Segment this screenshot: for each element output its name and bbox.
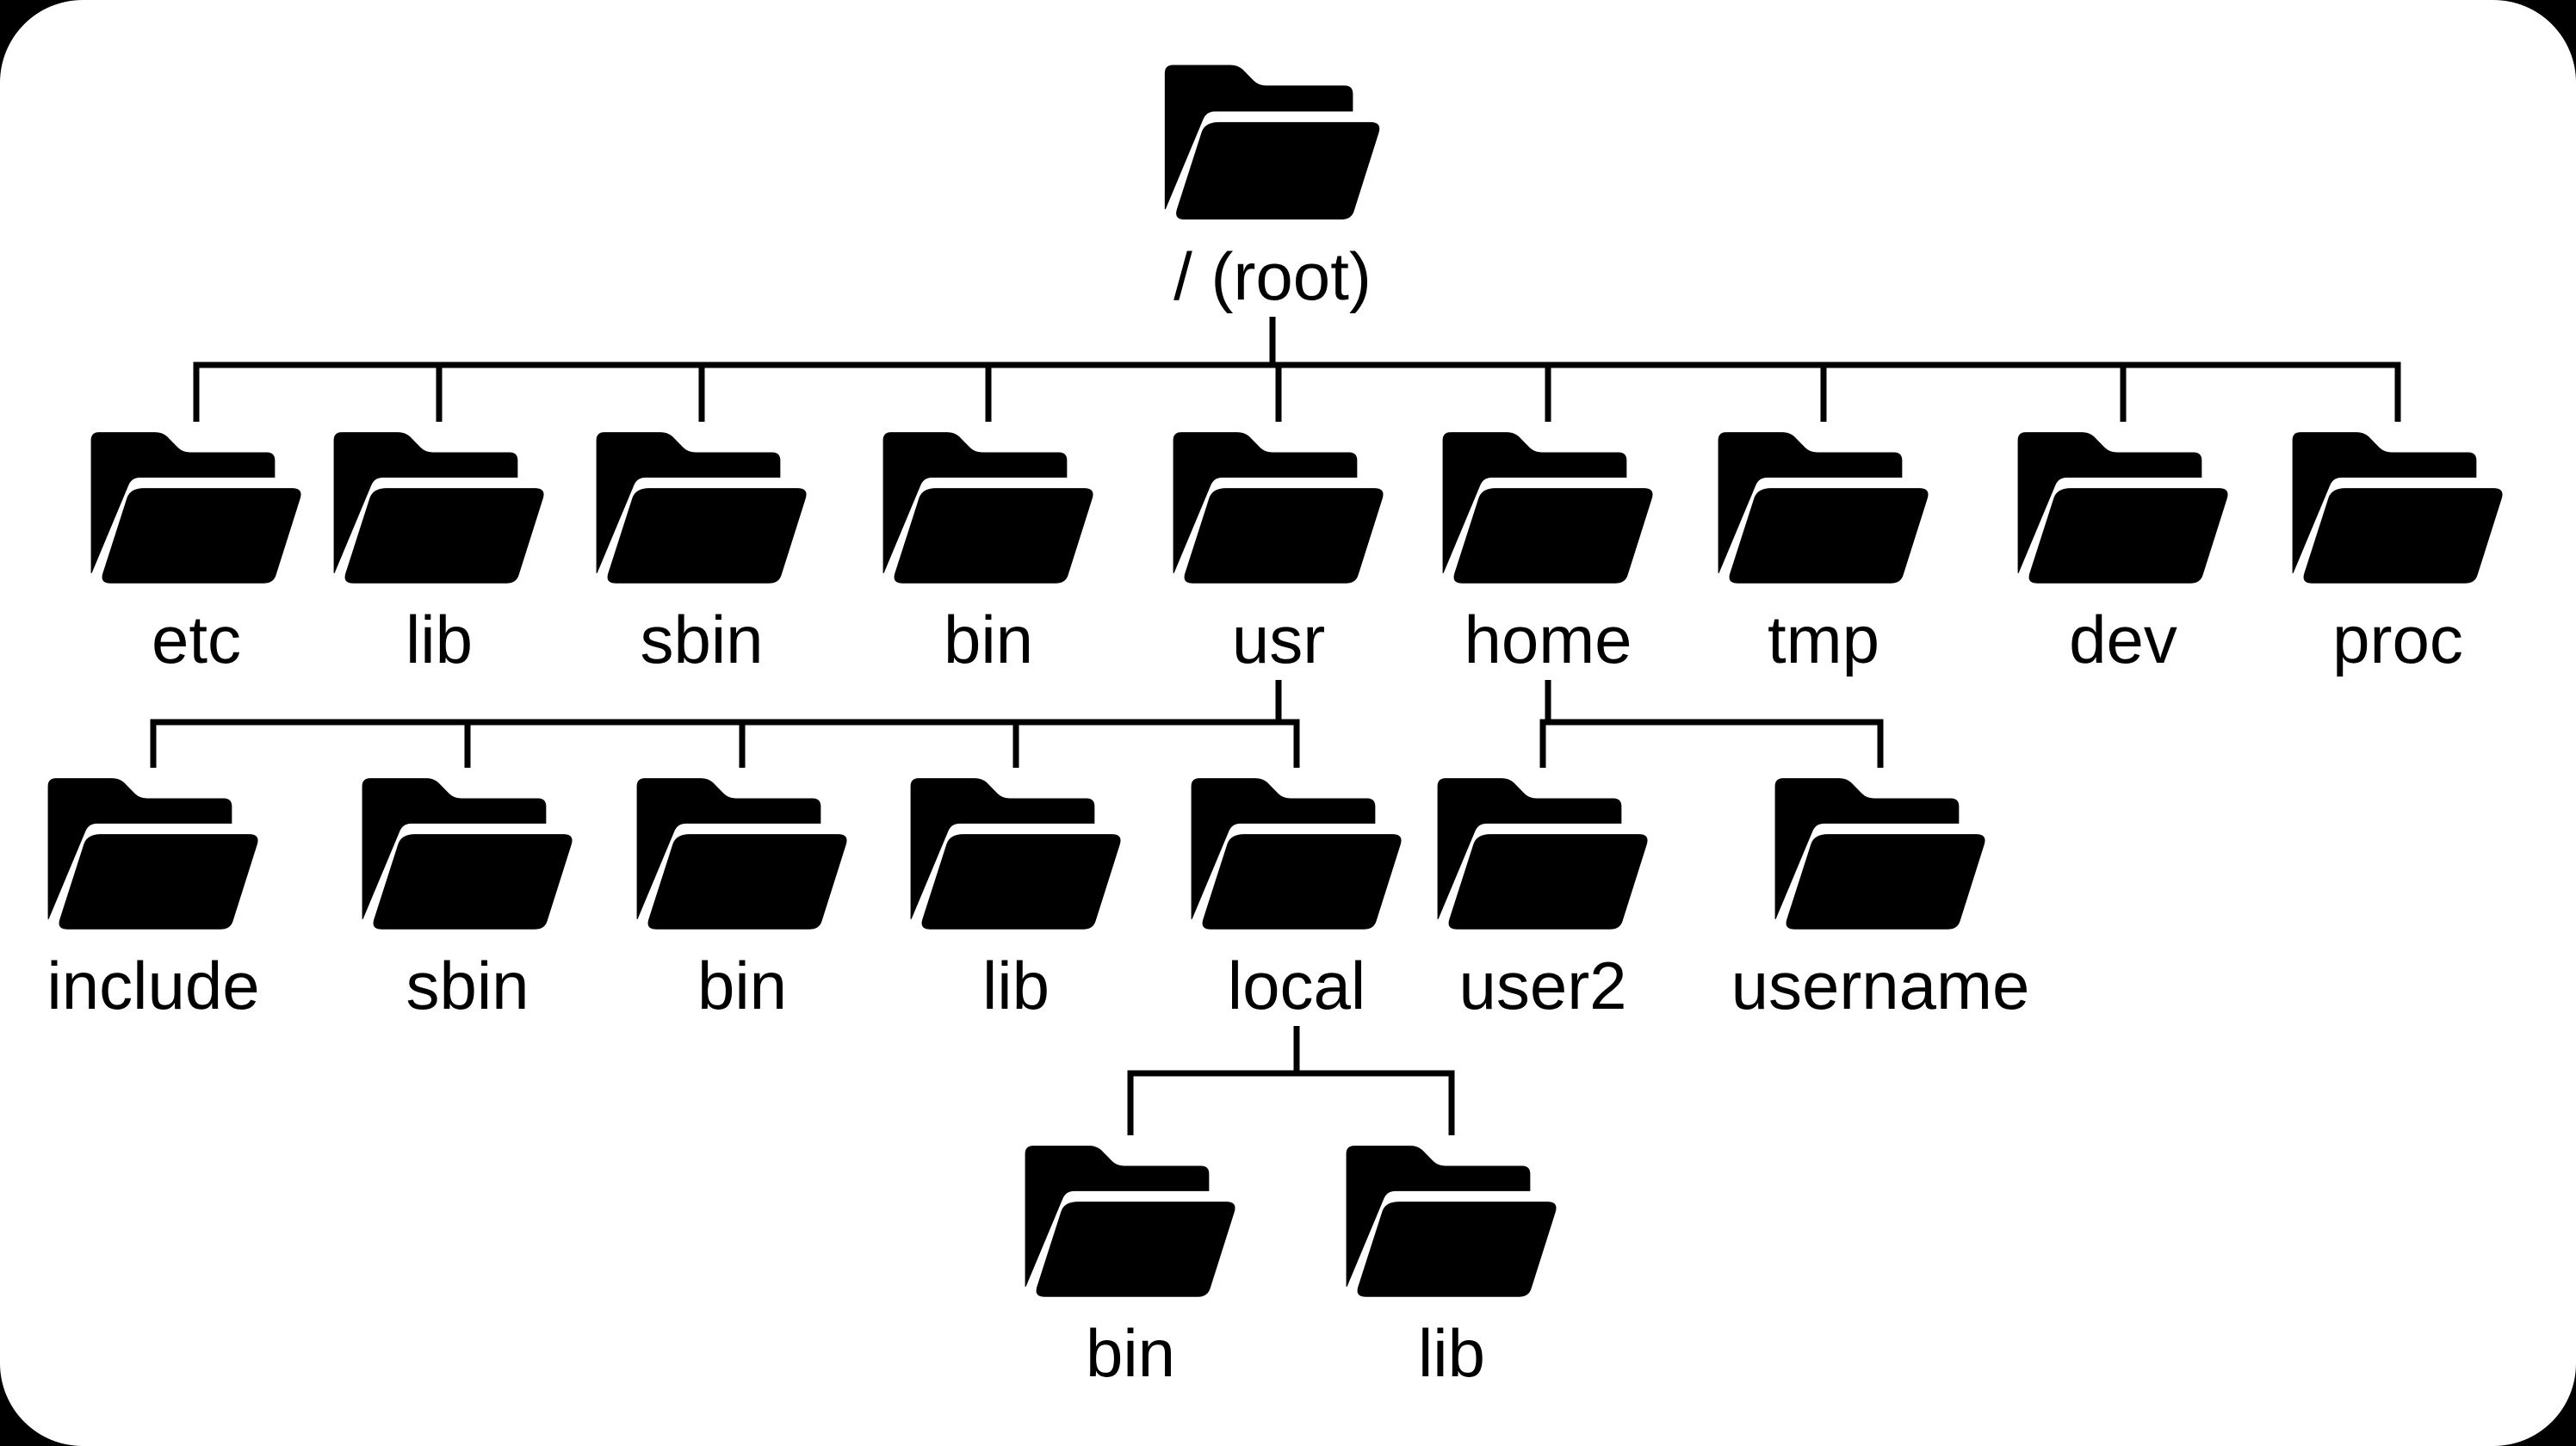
open-folder-icon — [1346, 1146, 1557, 1297]
open-folder-icon — [1774, 778, 1985, 930]
open-folder-icon — [362, 778, 573, 930]
folder-label: dev — [2069, 602, 2177, 677]
folder-label: sbin — [640, 602, 764, 677]
folder-label: user2 — [1458, 948, 1627, 1023]
folder-node-dev: dev — [1960, 426, 2287, 678]
folder-node-proc: proc — [2234, 426, 2561, 678]
open-folder-icon — [1025, 1146, 1235, 1297]
open-folder-icon — [47, 778, 258, 930]
folder-label: bin — [943, 602, 1034, 677]
folder-node-lib: lib — [276, 426, 603, 678]
folder-label: etc — [151, 602, 242, 677]
open-folder-icon — [636, 778, 847, 930]
open-folder-icon — [2292, 432, 2503, 584]
open-folder-icon — [596, 432, 807, 584]
open-folder-icon — [333, 432, 544, 584]
folder-label: bin — [1085, 1315, 1176, 1391]
open-folder-icon — [2017, 432, 2228, 584]
folder-label: tmp — [1767, 602, 1880, 677]
folder-node-usr: usr — [1115, 426, 1442, 678]
open-folder-icon — [1718, 432, 1929, 584]
folder-node-sbin: sbin — [538, 426, 865, 678]
open-folder-icon — [1191, 778, 1402, 930]
folder-node-usr-local-lib: lib — [1288, 1140, 1615, 1392]
folder-node-etc: etc — [33, 426, 360, 678]
folder-label: bin — [697, 948, 788, 1023]
folder-node-usr-lib: lib — [852, 772, 1180, 1024]
open-folder-icon — [1173, 432, 1384, 584]
folder-label: local — [1227, 948, 1366, 1023]
folder-node-tmp: tmp — [1660, 426, 1987, 678]
open-folder-icon — [910, 778, 1121, 930]
folder-node-root: / (root) — [1109, 59, 1436, 315]
folder-label: lib — [1417, 1315, 1486, 1391]
folder-label: include — [46, 948, 260, 1023]
folder-label: home — [1464, 602, 1632, 677]
folder-node-usr-include: include — [0, 772, 317, 1024]
folder-node-home: home — [1384, 426, 1712, 678]
folder-node-usr-bin: bin — [579, 772, 906, 1024]
open-folder-icon — [1442, 432, 1653, 584]
folder-label: / (root) — [1173, 238, 1372, 314]
folder-label: usr — [1231, 602, 1326, 677]
open-folder-icon — [1164, 65, 1380, 220]
folder-node-usr-local-bin: bin — [967, 1140, 1294, 1392]
folder-node-home-user2: user2 — [1379, 772, 1706, 1024]
folder-node-bin: bin — [825, 426, 1152, 678]
folder-label: sbin — [406, 948, 529, 1023]
open-folder-icon — [882, 432, 1093, 584]
folder-label: username — [1731, 948, 2030, 1023]
folder-node-home-username: username — [1717, 772, 2044, 1024]
folder-label: lib — [981, 948, 1050, 1023]
folder-node-usr-sbin: sbin — [304, 772, 631, 1024]
open-folder-icon — [1437, 778, 1648, 930]
folder-label: proc — [2332, 602, 2463, 677]
folder-label: lib — [405, 602, 474, 677]
folder-node-usr-local: local — [1133, 772, 1460, 1024]
